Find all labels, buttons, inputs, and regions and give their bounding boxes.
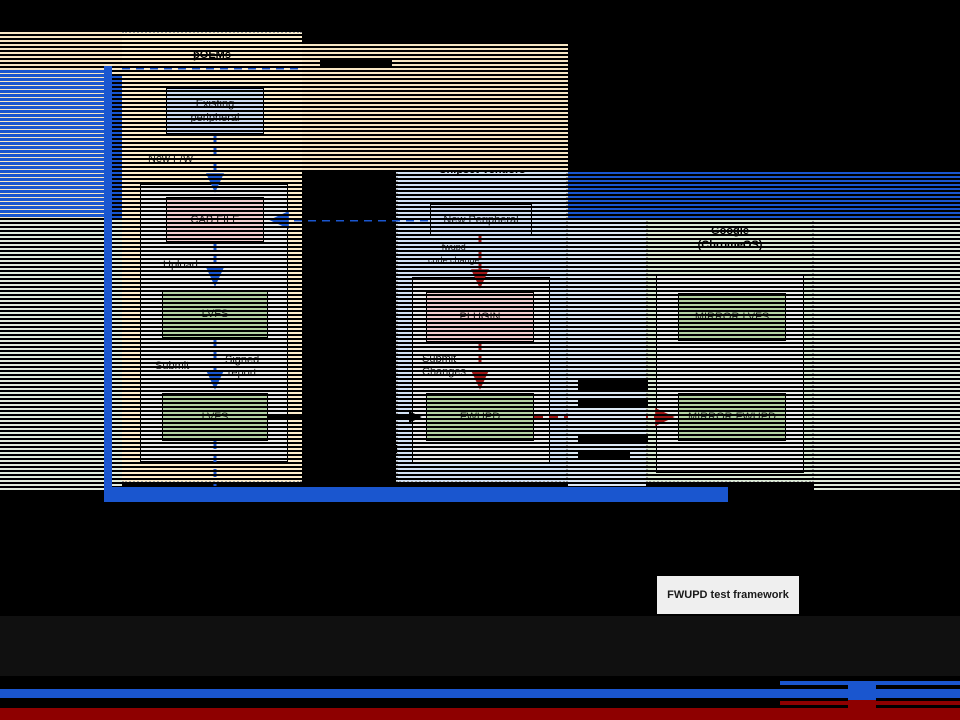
node-plugin[interactable]: PLUGIN	[426, 292, 534, 342]
edge-label-submit: Submit	[155, 360, 190, 372]
swimlane-google-title: Google (ChromeOS)	[697, 225, 763, 251]
node-mirror-fwupd[interactable]: MIRROR FWUPD	[678, 393, 786, 441]
node-lvfs-submit[interactable]: LVFS	[162, 393, 268, 441]
node-fwupd-test-framework[interactable]: FWUPD test framework	[656, 575, 800, 615]
edge-label-fwupd-code-change: fwupd code change	[428, 242, 480, 265]
swimlane-plugin-title: Plugin Developers/ Chipset Vendors	[432, 150, 532, 176]
edge-label-upload: Upload	[163, 259, 198, 271]
edge-label-new-fw: New F/W	[148, 153, 194, 165]
edge-label-submit-changes: Submit Changes	[422, 353, 467, 378]
node-cab-file[interactable]: CAB FILE	[166, 197, 264, 242]
edge-label-signed-report: Signed report	[225, 354, 260, 379]
node-existing-peripheral[interactable]: Existing peripheral	[166, 88, 264, 134]
swimlane-poems-title: pOEMs	[193, 49, 231, 61]
node-new-peripheral[interactable]: New Peripheral	[430, 204, 532, 236]
node-fwupd[interactable]: FWUPD	[426, 393, 534, 441]
node-mirror-lvfs[interactable]: MIRROR LVFS	[678, 293, 786, 341]
node-lvfs-upload[interactable]: LVFS	[162, 290, 268, 338]
